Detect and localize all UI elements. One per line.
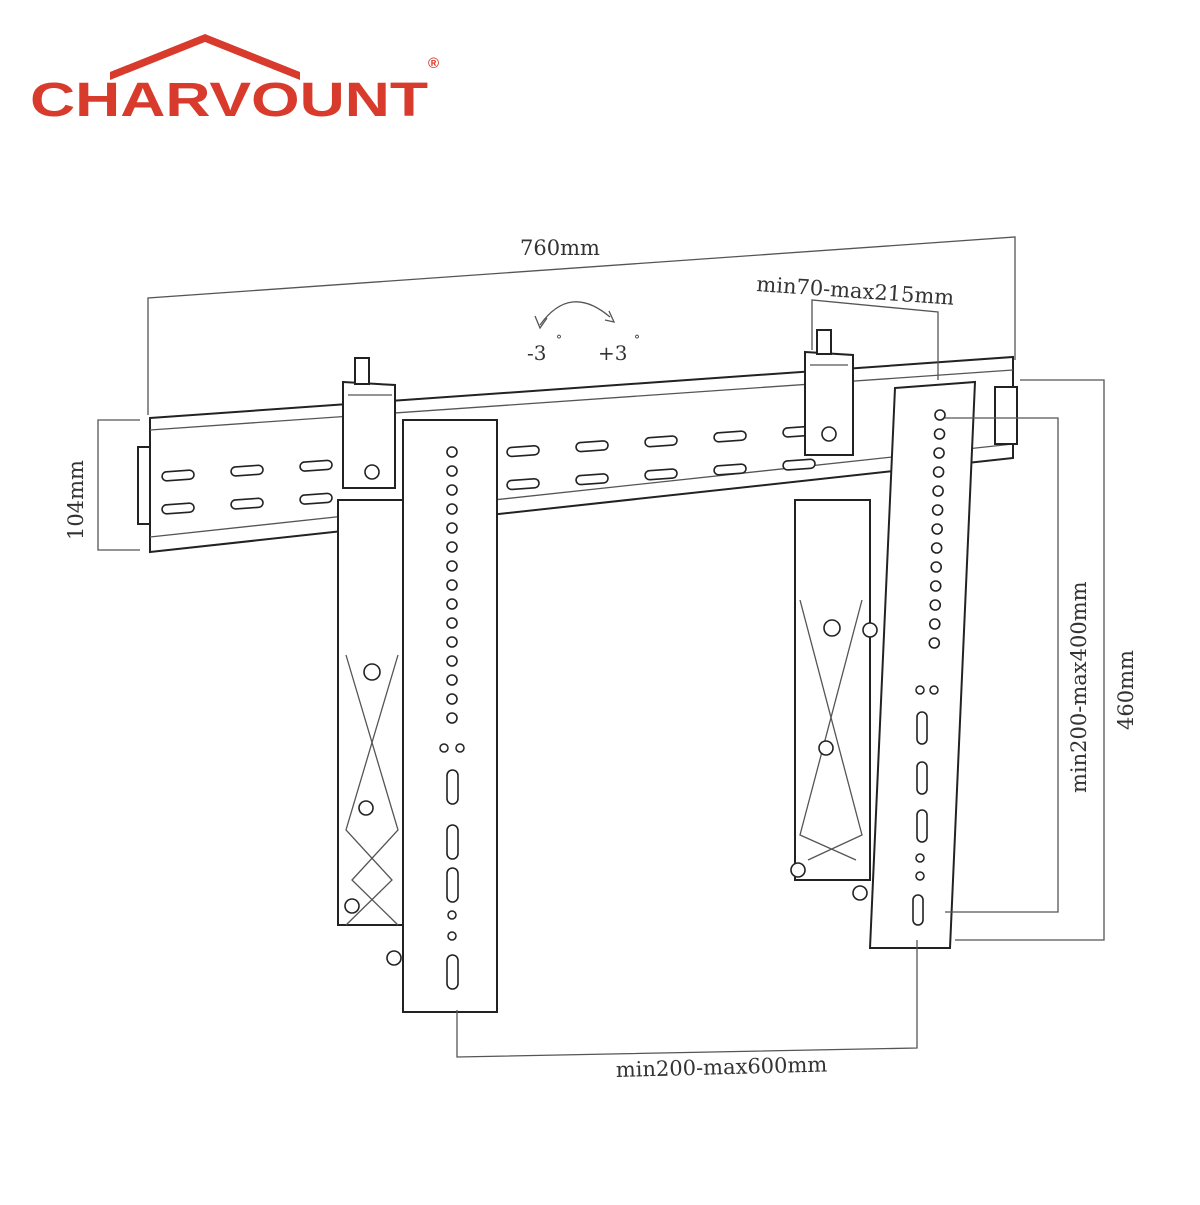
rail-slot [230, 497, 264, 510]
mounting-hole [915, 871, 925, 881]
rail-slot [506, 478, 540, 491]
mounting-hole [928, 618, 941, 630]
mounting-hole [446, 541, 458, 553]
mounting-hole [447, 931, 457, 941]
registered-mark: ® [428, 55, 439, 72]
tilt-indicator: -3 ° +3 ° [527, 301, 640, 365]
mounting-hole [934, 409, 946, 421]
mounting-slot [446, 954, 459, 990]
right-arm-holes [912, 409, 946, 926]
mounting-slot [916, 761, 928, 795]
mounting-hole [930, 542, 943, 554]
rail-slot [713, 463, 747, 476]
tilt-minus-degree: ° [556, 333, 562, 347]
mounting-hole [446, 503, 458, 515]
overall-width-label: 760mm [520, 236, 600, 260]
mounting-hole [931, 504, 944, 516]
mounting-hole [446, 693, 458, 705]
mounting-slot [916, 711, 928, 745]
rail-slot [782, 458, 816, 471]
mounting-hole [930, 561, 943, 573]
rail-slot [713, 430, 747, 443]
rail-height-label: 104mm [64, 460, 88, 540]
left-bracket [337, 357, 498, 1013]
rail-slot [299, 492, 333, 505]
mounting-slot [916, 809, 928, 843]
rail-slot [161, 502, 195, 515]
tilt-plus-degree: ° [634, 333, 640, 347]
rail-slot [575, 440, 609, 453]
mounting-hole [446, 484, 458, 496]
tilt-minus-label: -3 [527, 341, 546, 365]
rail-slot [644, 435, 678, 448]
mounting-hole [446, 446, 458, 458]
left-arm-holes [439, 446, 465, 990]
mounting-hole [446, 579, 458, 591]
rail-slot [299, 459, 333, 472]
mounting-hole [929, 580, 942, 592]
vertical-spacing-label: min200-max400mm [1067, 581, 1091, 793]
mounting-hole [446, 598, 458, 610]
mounting-hole [446, 560, 458, 572]
mounting-hole [446, 712, 458, 724]
mounting-hole [446, 522, 458, 534]
brand-logo: CHARVOUNT ® [30, 34, 439, 127]
mounting-slot [446, 867, 459, 903]
bracket-height-label: 460mm [1114, 650, 1138, 730]
brand-name: CHARVOUNT [30, 74, 428, 127]
mounting-hole [446, 465, 458, 477]
mounting-hole [446, 655, 458, 667]
wall-rail [137, 355, 1018, 554]
horizontal-spacing-label: min200-max600mm [616, 1052, 828, 1082]
mounting-hole [915, 685, 925, 695]
tilt-plus-label: +3 [598, 341, 627, 365]
dimension-lines [97, 236, 1105, 1058]
right-vertical-arm [868, 380, 977, 949]
rail-slot [644, 468, 678, 481]
mounting-hole [928, 637, 941, 649]
mounting-hole [932, 485, 944, 497]
mounting-hole [931, 523, 943, 535]
mounting-hole [439, 743, 449, 753]
rail-slot [230, 464, 264, 477]
mounting-hole [933, 428, 946, 440]
mounting-hole [929, 685, 939, 695]
mounting-hole [933, 447, 945, 459]
mounting-hole [455, 743, 465, 753]
mounting-slot [446, 824, 459, 860]
rail-end-cap [994, 386, 1018, 445]
rail-slot [575, 473, 609, 486]
mounting-hole [447, 910, 457, 920]
rail-slot [506, 445, 540, 458]
right-bracket [790, 329, 977, 949]
logo-roof-mark [110, 34, 300, 80]
mounting-slot [912, 894, 924, 926]
mounting-hole [446, 674, 458, 686]
mounting-hole [915, 853, 925, 863]
rail-slot [161, 469, 195, 482]
mounting-hole [929, 599, 942, 611]
mounting-hole [446, 636, 458, 648]
mounting-slot [446, 769, 459, 805]
mounting-hole [932, 466, 945, 478]
mounting-hole [446, 617, 458, 629]
